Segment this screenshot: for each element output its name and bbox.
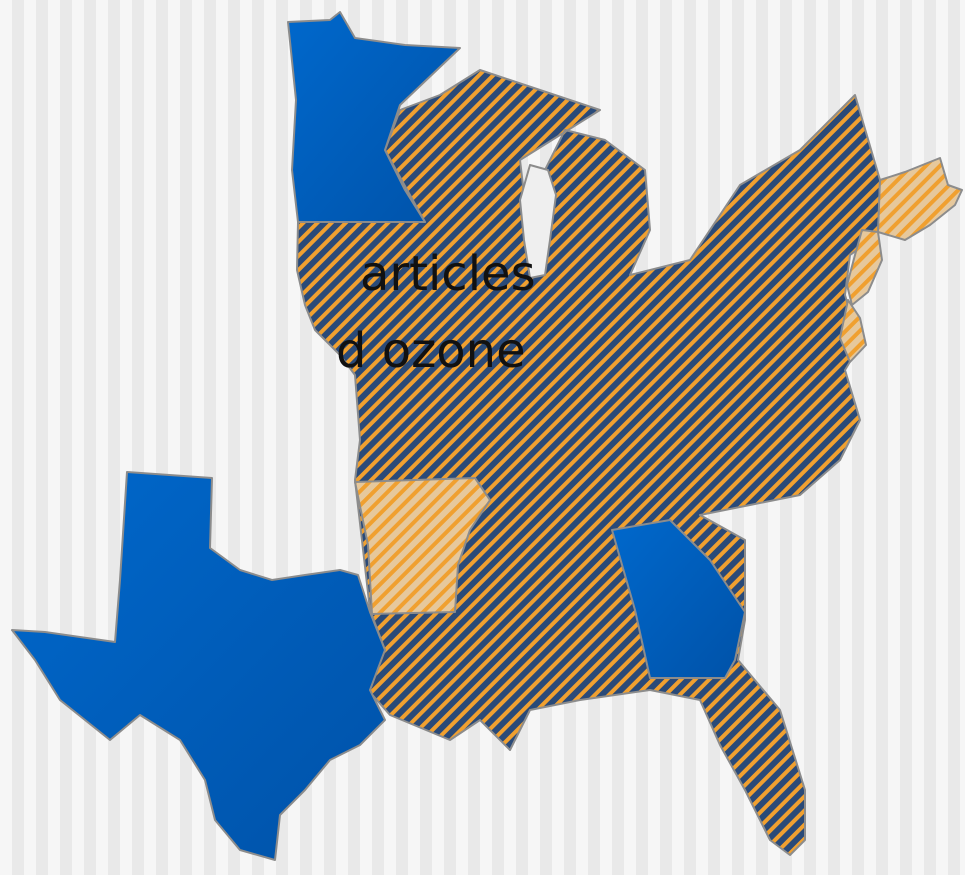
lake-michigan — [519, 164, 557, 279]
state-delaware-maryland — [839, 299, 867, 363]
state-arkansas — [354, 477, 491, 615]
state-texas — [11, 471, 386, 861]
state-new-jersey — [846, 229, 883, 306]
legend-text-line-1: articles — [360, 246, 536, 302]
state-new-england — [877, 157, 963, 241]
state-minnesota — [287, 11, 461, 223]
legend-text-line-2: d ozone — [336, 323, 526, 379]
state-georgia — [611, 519, 746, 679]
